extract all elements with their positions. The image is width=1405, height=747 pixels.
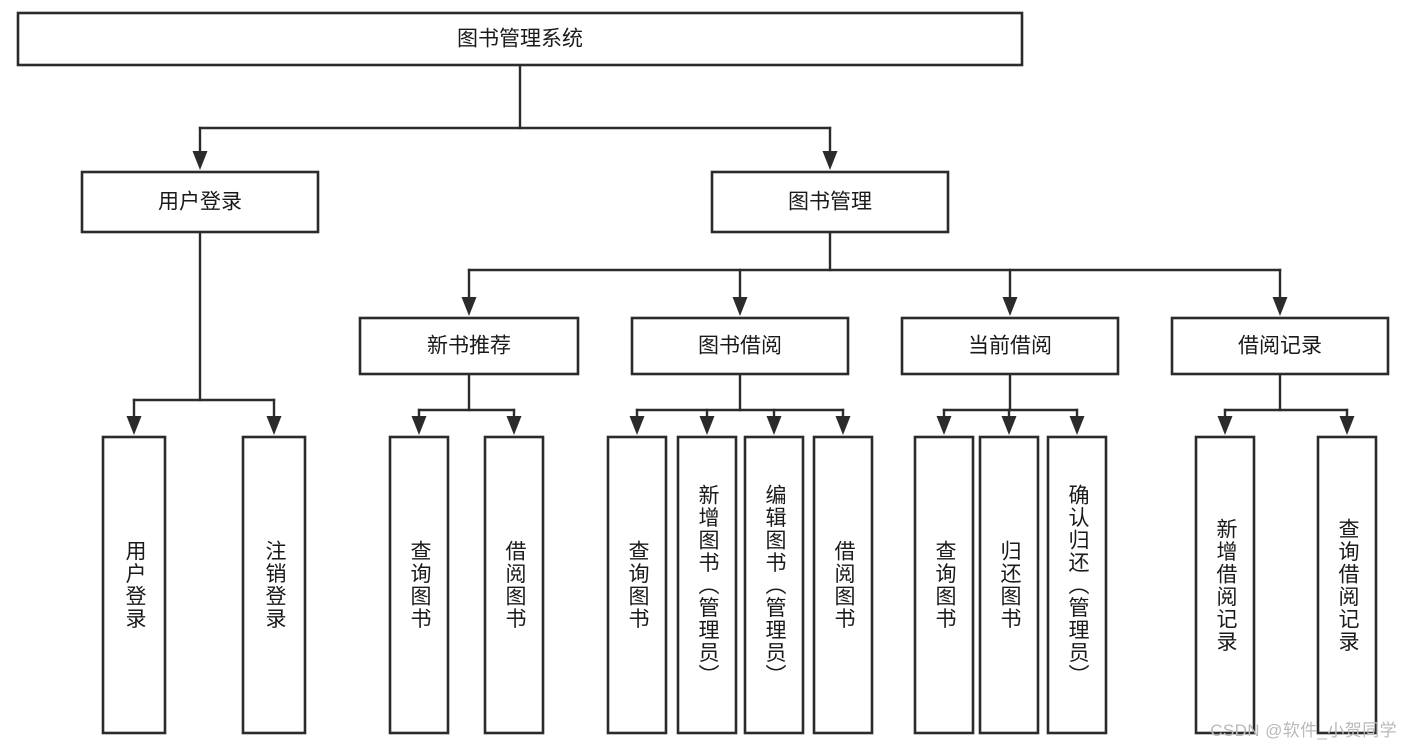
node-label-query-borrow-record: 查询借阅记录 [1336,517,1360,653]
arrow-head-borrow-record-0 [1217,416,1233,435]
node-user-login-do[interactable] [101,435,167,735]
arrow-head-book-borrow-3 [835,416,851,435]
node-label-book-borrow: 图书借阅 [698,335,782,358]
node-edit-book-admin[interactable] [743,435,805,735]
arrow-head-current-borrow-0 [936,416,952,435]
node-box-book-manage[interactable] [710,170,950,234]
watermark-credit: CSDN @软件_小贺同学 [1210,721,1397,740]
node-box-query-book-3[interactable] [913,435,975,735]
arrow-head-current-borrow-2 [1069,416,1085,435]
arrow-head-book-manage-1 [732,297,748,316]
node-confirm-return-admin[interactable] [1046,435,1108,735]
node-label-borrow-book-1: 借阅图书 [503,540,527,630]
node-label-query-book-1: 查询图书 [408,540,432,630]
node-query-book-1[interactable] [388,435,450,735]
node-label-confirm-return-admin: 确认归还（管理员） [1066,483,1090,687]
node-box-borrow-record[interactable] [1170,316,1390,376]
node-user-logout[interactable] [241,435,307,735]
arrow-head-book-borrow-2 [766,416,782,435]
arrow-head-borrow-record-1 [1339,416,1355,435]
node-box-confirm-return-admin[interactable] [1046,435,1108,735]
node-query-borrow-record[interactable] [1316,435,1378,735]
node-label-root: 图书管理系统 [457,28,583,51]
node-label-return-book: 归还图书 [998,540,1022,630]
node-add-book-admin[interactable] [676,435,738,735]
node-box-query-book-1[interactable] [388,435,450,735]
node-label-user-login-do: 用户登录 [123,540,147,630]
arrow-head-book-manage-0 [461,297,477,316]
node-box-add-book-admin[interactable] [676,435,738,735]
node-label-book-manage: 图书管理 [788,191,872,214]
arrow-head-user-login-0 [126,416,142,435]
arrow-head-new-book-recommend-0 [411,416,427,435]
node-box-add-borrow-record[interactable] [1194,435,1256,735]
node-query-book-3[interactable] [913,435,975,735]
node-box-edit-book-admin[interactable] [743,435,805,735]
node-label-new-book-recommend: 新书推荐 [427,335,511,358]
node-box-user-login-do[interactable] [101,435,167,735]
arrow-head-root-0 [192,151,208,170]
node-label-borrow-record: 借阅记录 [1238,335,1322,358]
node-user-login[interactable]: 用户登录 [80,170,320,234]
node-box-return-book[interactable] [978,435,1040,735]
arrow-head-root-1 [822,151,838,170]
node-box-user-login[interactable] [80,170,320,234]
node-label-borrow-book-2: 借阅图书 [832,540,856,630]
arrow-head-book-manage-2 [1002,297,1018,316]
node-book-borrow[interactable]: 图书借阅 [630,316,850,376]
node-label-current-borrow: 当前借阅 [968,335,1052,358]
node-query-book-2[interactable] [606,435,668,735]
arrow-head-user-login-1 [266,416,282,435]
arrow-head-current-borrow-1 [1001,416,1017,435]
node-box-user-logout[interactable] [241,435,307,735]
node-borrow-record[interactable]: 借阅记录 [1170,316,1390,376]
node-borrow-book-1[interactable] [483,435,545,735]
arrow-head-book-borrow-1 [699,416,715,435]
node-box-query-book-2[interactable] [606,435,668,735]
node-return-book[interactable] [978,435,1040,735]
node-new-book-recommend[interactable]: 新书推荐 [358,316,580,376]
node-box-current-borrow[interactable] [900,316,1120,376]
arrow-head-book-manage-3 [1272,297,1288,316]
node-add-borrow-record[interactable] [1194,435,1256,735]
node-label-add-book-admin: 新增图书（管理员） [696,483,720,687]
node-label-query-book-2: 查询图书 [626,540,650,630]
node-label-user-logout: 注销登录 [263,540,287,630]
node-label-user-login: 用户登录 [158,191,242,214]
node-borrow-book-2[interactable] [812,435,874,735]
node-label-edit-book-admin: 编辑图书（管理员） [763,483,787,687]
connectors-layer [126,63,1355,435]
arrow-head-new-book-recommend-1 [506,416,522,435]
arrow-head-book-borrow-0 [629,416,645,435]
node-label-add-borrow-record: 新增借阅记录 [1214,517,1238,653]
node-label-query-book-3: 查询图书 [933,540,957,630]
node-box-query-borrow-record[interactable] [1316,435,1378,735]
node-box-new-book-recommend[interactable] [358,316,580,376]
node-box-root[interactable] [16,11,1024,67]
node-box-borrow-book-1[interactable] [483,435,545,735]
node-root[interactable]: 图书管理系统 [16,11,1024,67]
node-box-book-borrow[interactable] [630,316,850,376]
node-current-borrow[interactable]: 当前借阅 [900,316,1120,376]
node-box-borrow-book-2[interactable] [812,435,874,735]
node-book-manage[interactable]: 图书管理 [710,170,950,234]
